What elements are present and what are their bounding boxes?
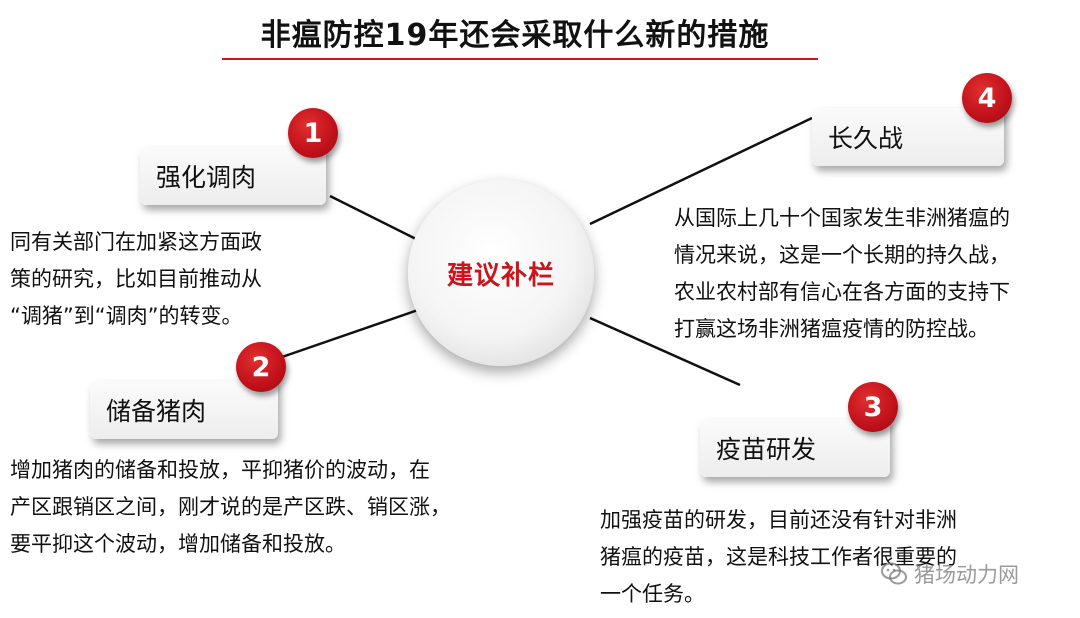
watermark: 猪场动力网 bbox=[880, 560, 1019, 588]
node-2-desc-line: 增加猪肉的储备和投放，平抑猪价的波动，在 bbox=[10, 458, 430, 482]
node-3-box: 疫苗研发 bbox=[700, 419, 890, 477]
node-4-desc-line: 情况来说，这是一个长期的持久战， bbox=[674, 243, 1010, 267]
node-2-desc-line: 产区跟销区之间，刚才说的是产区跌、销区涨， bbox=[10, 495, 451, 519]
node-1-desc-line: “调猪”到“调肉”的转变。 bbox=[10, 304, 243, 328]
node-3-label: 疫苗研发 bbox=[716, 435, 817, 464]
node-4-desc-line: 农业农村部有信心在各方面的支持下 bbox=[674, 280, 1010, 304]
node-3-description: 加强疫苗的研发，目前还没有针对非洲 猪瘟的疫苗，这是科技工作者很重要的 一个任务… bbox=[600, 502, 957, 613]
node-2-badge: 2 bbox=[236, 342, 286, 392]
node-1-label: 强化调肉 bbox=[156, 163, 257, 192]
watermark-text: 猪场动力网 bbox=[914, 563, 1019, 587]
node-3-desc-line: 一个任务。 bbox=[600, 582, 705, 606]
title-underline bbox=[222, 58, 818, 60]
node-2-label: 储备猪肉 bbox=[106, 397, 207, 426]
node-4-desc-line: 从国际上几十个国家发生非洲猪瘟的 bbox=[674, 206, 1010, 230]
connector-1 bbox=[329, 194, 419, 242]
node-1-desc-line: 策的研究，比如目前推动从 bbox=[10, 267, 262, 291]
connector-2 bbox=[281, 308, 419, 359]
wechat-icon bbox=[881, 562, 907, 585]
node-2-box: 储备猪肉 bbox=[90, 381, 278, 439]
node-1-box: 强化调肉 bbox=[140, 147, 326, 205]
center-label: 建议补栏 bbox=[446, 260, 555, 291]
node-4-description: 从国际上几十个国家发生非洲猪瘟的 情况来说，这是一个长期的持久战， 农业农村部有… bbox=[674, 200, 1010, 348]
node-3-desc-line: 加强疫苗的研发，目前还没有针对非洲 bbox=[600, 508, 957, 532]
node-2-description: 增加猪肉的储备和投放，平抑猪价的波动，在 产区跟销区之间，刚才说的是产区跌、销区… bbox=[10, 452, 451, 563]
node-4-desc-line: 打赢这场非洲猪瘟疫情的防控战。 bbox=[674, 317, 989, 341]
center-node: 建议补栏 bbox=[408, 180, 594, 366]
node-4-badge: 4 bbox=[962, 73, 1012, 123]
page-title: 非瘟防控19年还会采取什么新的措施 bbox=[260, 18, 770, 53]
connector-3 bbox=[589, 316, 741, 387]
node-2-desc-line: 要平抑这个波动，增加储备和投放。 bbox=[10, 532, 346, 556]
connector-4 bbox=[589, 116, 813, 226]
node-4-label: 长久战 bbox=[828, 124, 904, 153]
node-3-badge: 3 bbox=[848, 382, 898, 432]
node-1-description: 同有关部门在加紧这方面政 策的研究，比如目前推动从 “调猪”到“调肉”的转变。 bbox=[10, 224, 262, 335]
node-1-badge: 1 bbox=[288, 108, 338, 158]
node-1-desc-line: 同有关部门在加紧这方面政 bbox=[10, 230, 262, 254]
